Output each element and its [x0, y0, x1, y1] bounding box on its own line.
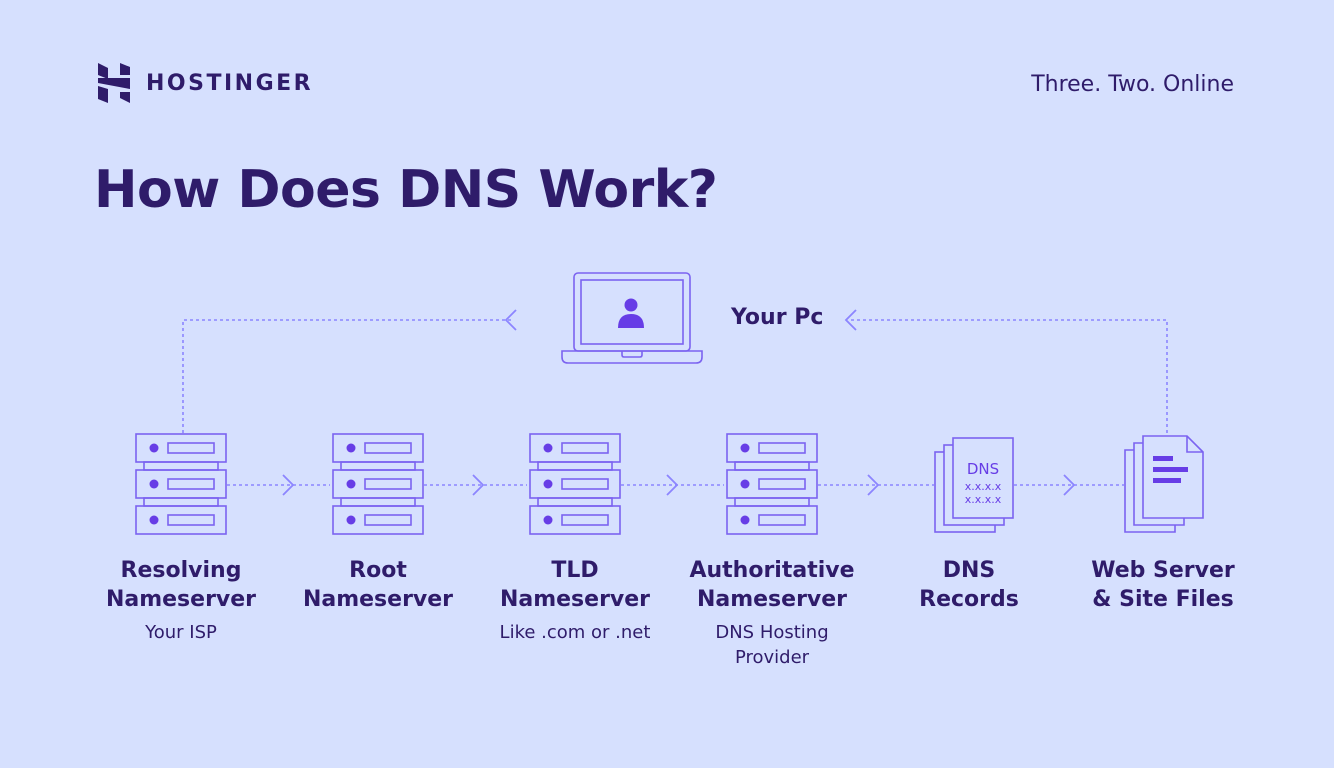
node-sub: Like .com or .net: [499, 622, 651, 643]
dns-doc-title: DNS: [967, 460, 999, 478]
chevron-arrow-icon: [504, 309, 517, 331]
dns-records-icon: DNS x.x.x.x x.x.x.x: [934, 437, 1014, 533]
node-name: Authoritative Nameserver: [689, 558, 855, 612]
node-name: Root Nameserver: [302, 558, 454, 612]
hostinger-logo-icon: [98, 63, 130, 103]
chevron-arrow-icon: [282, 474, 295, 496]
your-pc-label: Your Pc: [731, 305, 824, 330]
tagline: Three. Two. Online: [1031, 72, 1234, 97]
node-sub: Your ISP: [145, 622, 217, 643]
brand-logo[interactable]: HOSTINGER: [96, 62, 313, 104]
server-rack-icon: [332, 433, 424, 535]
node-web-server: Web Server & Site Files: [1063, 556, 1263, 620]
chevron-arrow-icon: [666, 474, 679, 496]
node-tld-nameserver: TLD Nameserver Like .com or .net: [475, 556, 675, 645]
node-name: TLD Nameserver: [499, 558, 651, 612]
user-icon: [618, 298, 644, 328]
server-rack-icon: [726, 433, 818, 535]
chevron-arrow-icon: [844, 309, 857, 331]
chevron-arrow-icon: [472, 474, 485, 496]
laptop-icon: [561, 272, 703, 364]
node-root-nameserver: Root Nameserver: [278, 556, 478, 620]
server-rack-icon: [135, 433, 227, 535]
brand-name: HOSTINGER: [146, 70, 314, 96]
node-name: Web Server & Site Files: [1091, 558, 1235, 612]
server-rack-icon: [529, 433, 621, 535]
dns-doc-line1: x.x.x.x: [965, 480, 1002, 493]
node-name: Resolving Nameserver: [105, 558, 257, 612]
file-stack-icon: [1124, 435, 1204, 533]
page-title: How Does DNS Work?: [94, 160, 718, 220]
node-name: DNS Records: [919, 558, 1019, 612]
connector-resolver-to-pc: [182, 319, 514, 433]
node-dns-records: DNS Records: [869, 556, 1069, 620]
node-sub: DNS Hosting Provider: [715, 622, 829, 668]
chevron-arrow-icon: [1063, 474, 1076, 496]
chevron-arrow-icon: [867, 474, 880, 496]
node-resolving-nameserver: Resolving Nameserver Your ISP: [81, 556, 281, 645]
node-authoritative-nameserver: Authoritative Nameserver DNS Hosting Pro…: [672, 556, 872, 670]
dns-doc-line2: x.x.x.x: [965, 493, 1002, 506]
connector-webserver-to-pc: [848, 319, 1168, 433]
